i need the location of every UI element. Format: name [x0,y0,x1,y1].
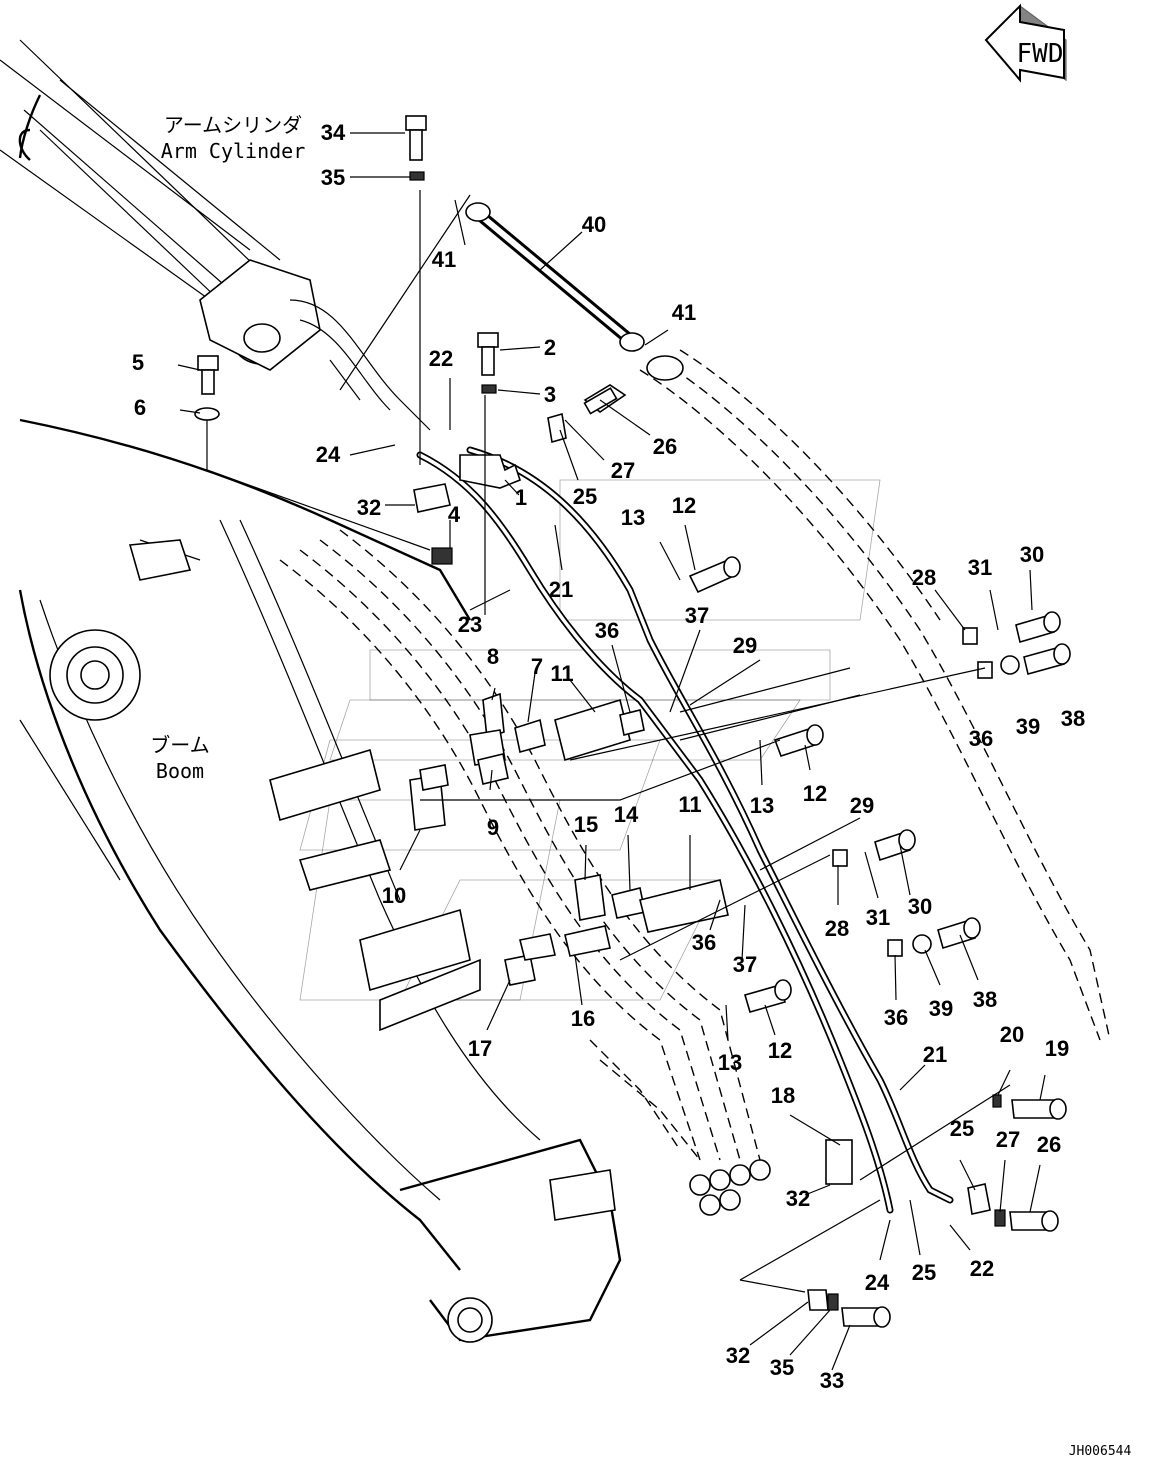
callout-number: 12 [803,781,827,806]
callout-number: 37 [733,952,757,977]
callout-number: 35 [770,1355,794,1380]
fwd-label: FWD [1017,39,1064,69]
callout-number: 13 [621,505,645,530]
callout-number: 4 [448,502,461,527]
callout-number: 40 [582,212,606,237]
callout-number: 22 [429,346,453,371]
arm-cylinder-caption-jp: アームシリンダ [164,113,302,137]
callout-number: 32 [726,1343,750,1368]
arm-cylinder-caption-en: Arm Cylinder [161,139,306,163]
callout-number: 31 [866,905,890,930]
callout-number: 13 [718,1050,742,1075]
callout-number: 5 [132,350,144,375]
callout-number: 26 [653,434,677,459]
callout-number: 29 [733,633,757,658]
callout-number: 14 [614,802,639,827]
callout-number: 26 [1037,1132,1061,1157]
boom-caption-jp: ブーム [150,733,209,757]
hoses [279,349,1111,1161]
callout-number: 19 [1045,1036,1069,1061]
callout-number: 9 [487,815,499,840]
callout-number: 24 [316,442,341,467]
callout-number: 27 [611,458,635,483]
callout-number: 20 [1000,1022,1024,1047]
callout-number: 10 [382,883,406,908]
callout-number: 25 [950,1116,974,1141]
callout-number: 23 [458,612,482,637]
callout-number: 28 [912,565,936,590]
callout-number: 36 [692,930,716,955]
callout-number: 1 [515,485,527,510]
callout-number: 8 [487,644,499,669]
callout-number: 24 [865,1270,890,1295]
callout-number: 21 [923,1042,947,1067]
callout-number: 7 [531,654,543,679]
callout-number: 12 [672,493,696,518]
callout-number: 39 [1016,714,1040,739]
callout-number: 21 [549,577,573,602]
callout-number: 30 [908,894,932,919]
hardware [194,115,1071,1328]
callout-number: 13 [750,793,774,818]
rod-40 [465,202,684,381]
callout-number: 25 [573,484,597,509]
callout-number: 32 [786,1186,810,1211]
callout-number: 22 [970,1256,994,1281]
callout-number: 15 [574,812,598,837]
callout-number: 30 [1020,542,1044,567]
callout-number: 29 [850,793,874,818]
callout-number: 2 [544,335,556,360]
callout-number: 3 [544,382,556,407]
callout-number: 36 [969,726,993,751]
callout-number: 16 [571,1006,595,1031]
callout-number: 39 [929,996,953,1021]
hose-fittings [689,1159,771,1216]
callout-number: 34 [321,120,346,145]
callout-number: 38 [1061,706,1085,731]
callouts: 34 35 41 40 41 5 2 22 3 6 26 27 24 25 32… [132,120,1085,1393]
callout-number: 37 [685,603,709,628]
arm-cylinder [0,39,431,431]
pipe-21 [416,446,954,1214]
callout-number: 35 [321,165,345,190]
boom-caption-en: Boom [156,759,204,783]
callout-number: 31 [968,555,992,580]
callout-number: 12 [768,1038,792,1063]
callout-number: 11 [550,661,573,686]
callout-number: 33 [820,1368,844,1393]
leader-lines [177,132,1046,1371]
callout-number: 27 [996,1127,1020,1152]
callout-number: 36 [884,1005,908,1030]
callout-number: 36 [595,618,619,643]
callout-number: 28 [825,916,849,941]
fwd-arrow-icon: FWD [984,3,1067,83]
drawing-code: JH006544 [1069,1444,1132,1459]
callout-number: 18 [771,1083,795,1108]
callout-number: 11 [678,792,701,817]
boom [18,418,622,1343]
callout-number: 25 [912,1260,936,1285]
callout-number: 41 [432,247,456,272]
callout-number: 32 [357,495,381,520]
callout-number: 17 [468,1036,492,1061]
callout-number: 6 [134,395,146,420]
callout-number: 38 [973,987,997,1012]
callout-number: 41 [672,300,696,325]
